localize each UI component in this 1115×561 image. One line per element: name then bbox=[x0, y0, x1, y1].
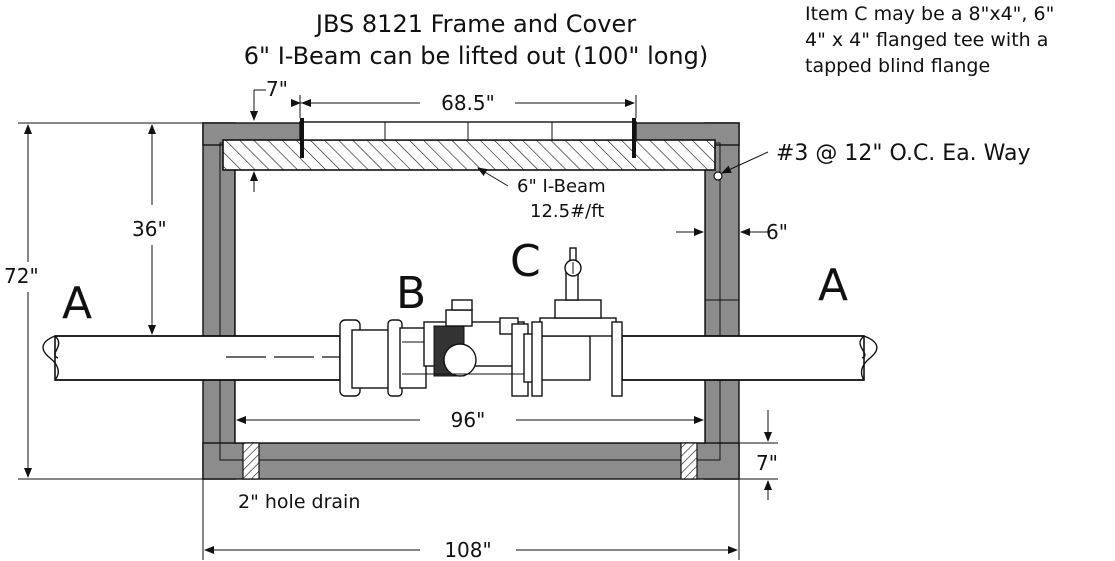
label-a-right: A bbox=[818, 260, 848, 311]
drain-hole-right bbox=[680, 442, 698, 480]
beam-label-2: 12.5#/ft bbox=[530, 201, 604, 222]
dim-top-clear bbox=[250, 89, 266, 192]
label-b: B bbox=[396, 268, 426, 319]
pipe-right bbox=[621, 335, 878, 381]
dim-floor-label: 7" bbox=[756, 451, 778, 475]
title-line-2: 6" I-Beam can be lifted out (100" long) bbox=[244, 42, 708, 70]
note-line-1: Item C may be a 8"x4", 6" bbox=[805, 3, 1054, 25]
dim-top-clear-label: 7" bbox=[266, 77, 288, 101]
dim-floor bbox=[739, 410, 778, 500]
dim-outer-width-label: 108" bbox=[444, 538, 491, 561]
rebar-label: #3 @ 12" O.C. Ea. Way bbox=[776, 141, 1031, 166]
note-line-2: 4" x 4" flanged tee with a bbox=[805, 29, 1048, 51]
drain-label: 2" hole drain bbox=[238, 491, 360, 513]
dim-wall-label: 6" bbox=[766, 220, 788, 244]
dim-total-height-label: 72" bbox=[4, 264, 39, 288]
pipe-left bbox=[42, 335, 341, 381]
i-beam bbox=[222, 139, 716, 171]
dim-inner-width-label: 96" bbox=[451, 408, 486, 432]
dim-outer-width bbox=[202, 479, 740, 560]
rebar-marker bbox=[713, 171, 723, 181]
dim-opening bbox=[291, 95, 637, 118]
note-line-3: tapped blind flange bbox=[805, 55, 990, 77]
label-a-left: A bbox=[62, 278, 92, 329]
beam-label-1: 6" I-Beam bbox=[517, 176, 606, 197]
title-line-1: JBS 8121 Frame and Cover bbox=[314, 10, 636, 38]
dim-total-height bbox=[18, 122, 203, 480]
dim-depth-label: 36" bbox=[132, 217, 167, 241]
label-c: C bbox=[510, 236, 541, 287]
drain-hole-left bbox=[242, 442, 260, 480]
cover-frame bbox=[299, 118, 637, 158]
tee-c bbox=[531, 247, 623, 397]
dim-opening-label: 68.5" bbox=[441, 91, 495, 115]
